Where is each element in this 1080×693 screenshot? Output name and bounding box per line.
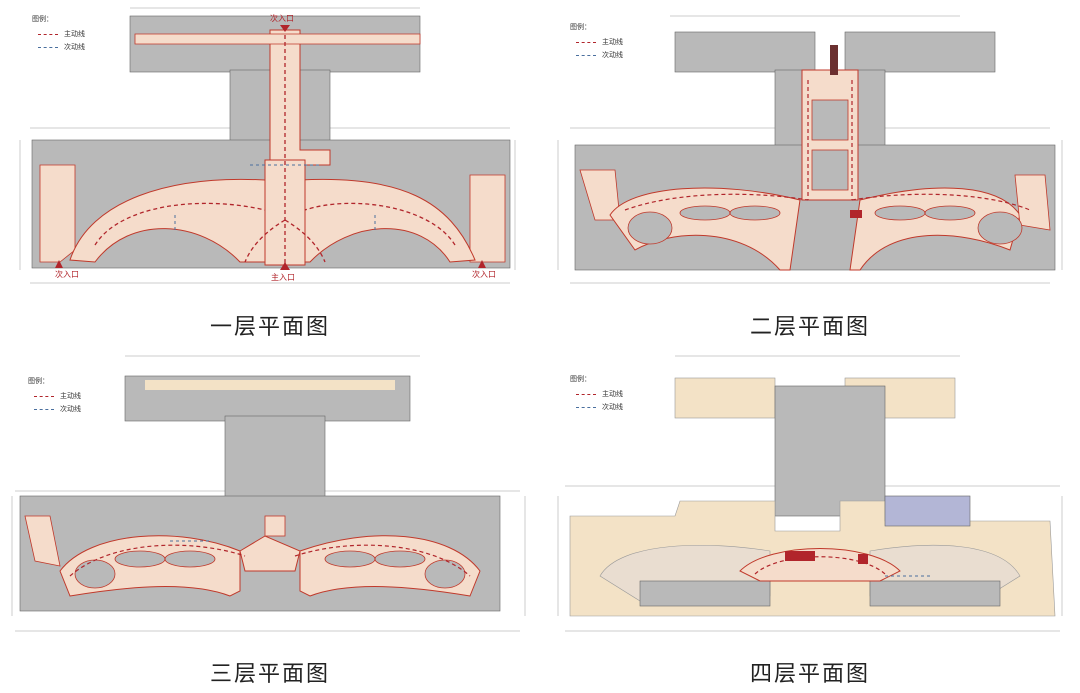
legend-title: 图例： bbox=[28, 377, 49, 385]
secondary-route-swatch bbox=[576, 54, 596, 56]
floor-plan-2-drawing bbox=[557, 15, 1063, 284]
secondary-entrance-right-label: 次入口 bbox=[472, 269, 496, 279]
secondary-route-label: 次动线 bbox=[60, 405, 81, 413]
floor-plan-4-drawing bbox=[557, 355, 1063, 632]
secondary-route-swatch bbox=[34, 408, 54, 410]
secondary-route-swatch bbox=[38, 46, 58, 48]
floor-plan-4: 图例： 主动线 次动线 四层平面图 bbox=[540, 346, 1080, 693]
legend-title: 图例： bbox=[570, 23, 591, 31]
secondary-route-label: 次动线 bbox=[602, 403, 623, 411]
floor-2-caption: 二层平面图 bbox=[749, 315, 870, 340]
legend-title: 图例： bbox=[32, 15, 53, 23]
floor-plan-1: 次入口 主入口 次入口 次入口 图例： 主动线 次动线 一层平面图 bbox=[0, 0, 540, 345]
primary-route-label: 主动线 bbox=[602, 38, 623, 46]
primary-route-label: 主动线 bbox=[60, 392, 81, 400]
primary-route-swatch bbox=[34, 395, 54, 397]
floor-plan-1-drawing: 次入口 主入口 次入口 次入口 bbox=[19, 7, 516, 284]
primary-route-swatch bbox=[576, 393, 596, 395]
primary-route-swatch bbox=[38, 33, 58, 35]
secondary-route-label: 次动线 bbox=[64, 43, 85, 51]
legend-title: 图例： bbox=[570, 375, 591, 383]
primary-route-label: 主动线 bbox=[64, 30, 85, 38]
legend-3: 图例： 主动线 次动线 bbox=[28, 376, 81, 417]
legend-1: 图例： 主动线 次动线 bbox=[32, 14, 85, 55]
main-entrance-label: 主入口 bbox=[271, 272, 295, 282]
floor-plan-3-drawing bbox=[11, 355, 526, 632]
floor-1-caption: 一层平面图 bbox=[209, 315, 330, 340]
secondary-route-label: 次动线 bbox=[602, 51, 623, 59]
floor-plan-3: 图例： 主动线 次动线 三层平面图 bbox=[0, 346, 540, 693]
primary-route-swatch bbox=[576, 41, 596, 43]
floor-4-caption: 四层平面图 bbox=[749, 662, 870, 687]
secondary-entrance-left-label: 次入口 bbox=[55, 269, 79, 279]
primary-route-label: 主动线 bbox=[602, 390, 623, 398]
floor-plan-2: 图例： 主动线 次动线 二层平面图 bbox=[540, 0, 1080, 345]
legend-4: 图例： 主动线 次动线 bbox=[570, 374, 623, 415]
floor-3-caption: 三层平面图 bbox=[209, 662, 330, 687]
secondary-entrance-top-label: 次入口 bbox=[270, 13, 294, 23]
legend-2: 图例： 主动线 次动线 bbox=[570, 22, 623, 63]
secondary-route-swatch bbox=[576, 406, 596, 408]
